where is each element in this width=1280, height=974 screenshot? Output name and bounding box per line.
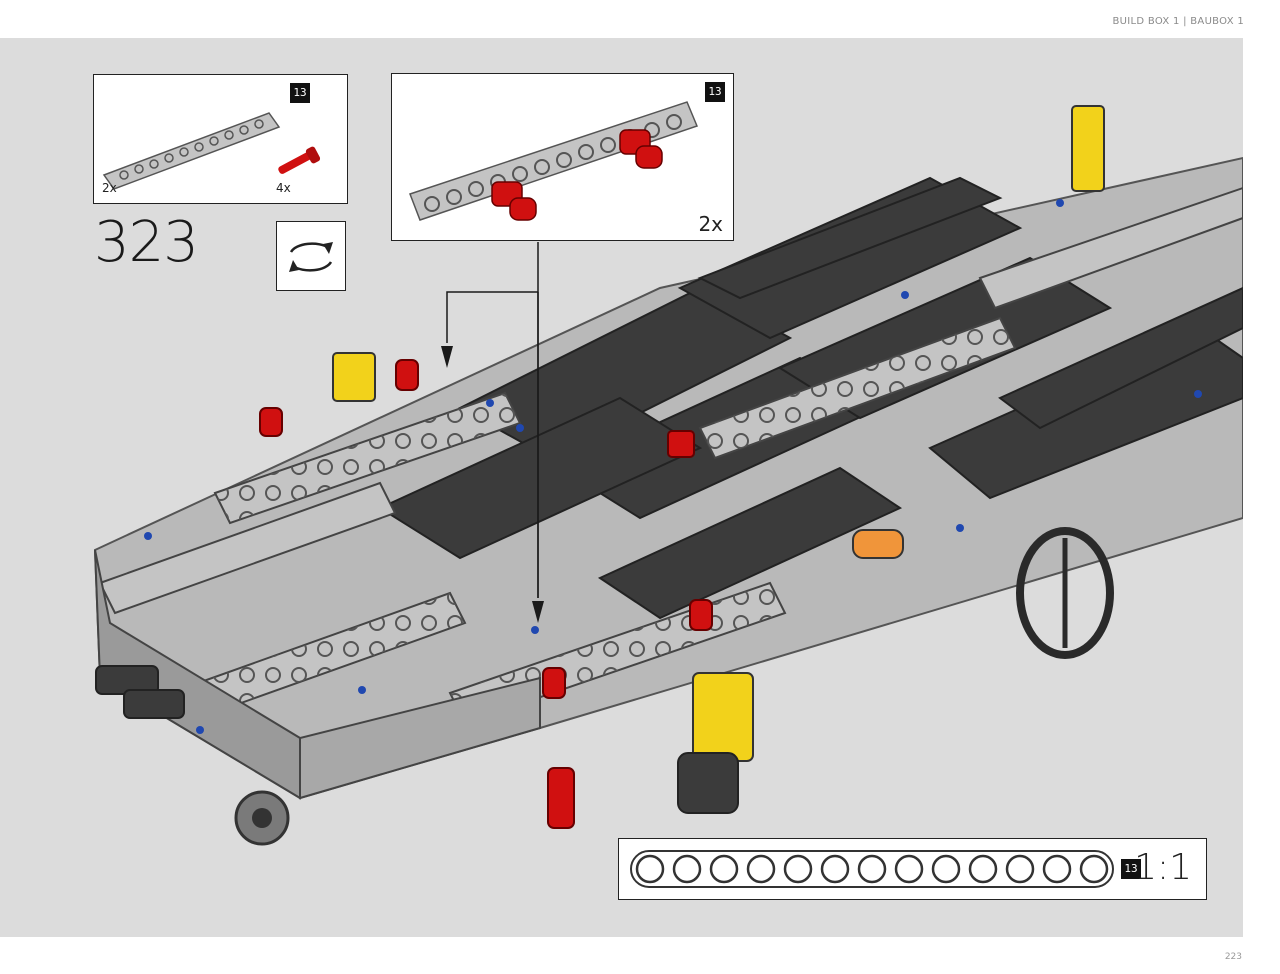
rotate-icon bbox=[289, 242, 333, 272]
part-quantity-liftarm: 2x bbox=[102, 181, 117, 195]
illustration-area: 13 2x 4x 323 bbox=[0, 38, 1243, 937]
yellow-parts bbox=[332, 105, 1105, 762]
scale-liftarm-icon bbox=[630, 850, 1114, 888]
part-liftarm-13-icon bbox=[102, 112, 321, 190]
step-number: 323 bbox=[94, 210, 199, 275]
part-quantity-pin: 4x bbox=[276, 181, 291, 195]
page-number: 223 bbox=[1224, 952, 1242, 962]
subassembly-icon bbox=[409, 101, 699, 221]
rotate-icon-box bbox=[276, 221, 346, 291]
parts-list-box: 13 2x 4x bbox=[93, 74, 348, 204]
model-illustration bbox=[93, 105, 1243, 846]
dark-beams bbox=[377, 176, 1243, 620]
part-friction-pin-red-icon bbox=[278, 146, 321, 174]
red-parts bbox=[259, 359, 713, 829]
scale-reference-box: 13 1:1 bbox=[618, 838, 1207, 900]
subassembly-quantity: 2x bbox=[698, 212, 723, 236]
scale-length-badge: 13 bbox=[1121, 859, 1141, 879]
scale-label: 1:1 bbox=[1134, 847, 1192, 888]
steering-wheel bbox=[1016, 527, 1114, 659]
callout-arrows bbox=[446, 242, 539, 598]
blue-pins bbox=[144, 199, 1202, 734]
subassembly-callout-box: 13 2x bbox=[391, 73, 734, 241]
part-length-badge: 13 bbox=[290, 83, 310, 103]
subassembly-length-badge: 13 bbox=[705, 82, 725, 102]
header-label: BUILD BOX 1 | BAUBOX 1 bbox=[1112, 16, 1244, 27]
